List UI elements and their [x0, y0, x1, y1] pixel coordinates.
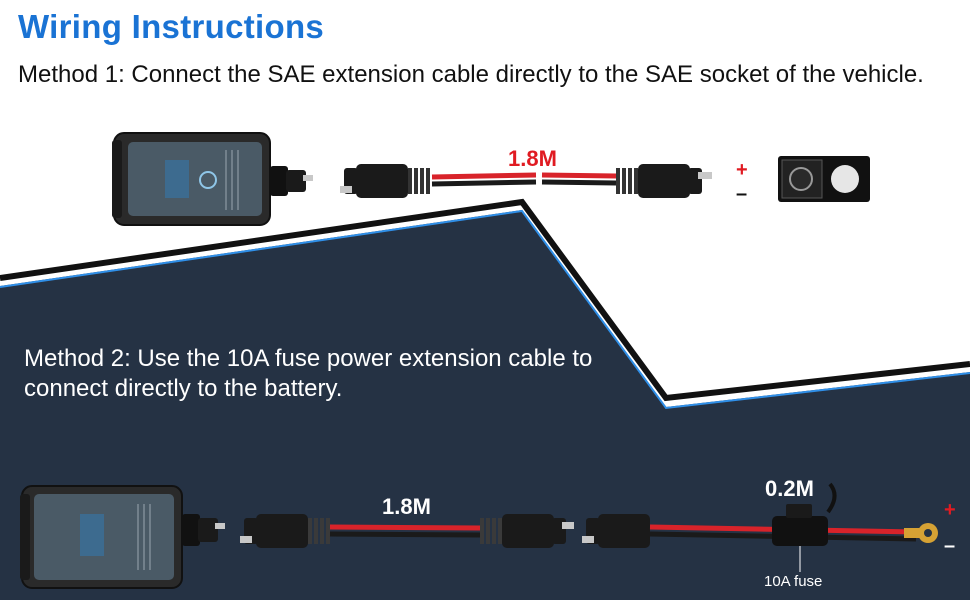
sae-socket-icon [778, 156, 870, 202]
sae-extension-cable-2 [240, 514, 574, 548]
battery-positive-label: + [944, 499, 956, 521]
device-sae-plug-icon [270, 166, 313, 196]
method-1-cable-length: 1.8M [508, 146, 557, 171]
panel-edge-black [0, 198, 970, 402]
fuse-label: 10A fuse [764, 573, 823, 590]
dark-panel [0, 210, 970, 600]
usb-charger-device-icon-2 [20, 485, 183, 589]
page-title: Wiring Instructions [18, 8, 325, 45]
method-1-description: Method 1: Connect the SAE extension cabl… [18, 61, 924, 88]
panel-edge-blue [0, 209, 970, 410]
device-sae-plug-icon-2 [182, 514, 225, 546]
method-2-description: Method 2: Use the 10A fuse power extensi… [24, 345, 593, 402]
usb-charger-device-icon [112, 132, 271, 226]
sae-extension-cable [340, 164, 712, 198]
method-2-cable-length: 1.8M [382, 494, 431, 519]
socket-positive-label: + [736, 159, 748, 181]
fuse-cable-length: 0.2M [765, 476, 814, 501]
battery-negative-label: – [944, 535, 956, 557]
socket-negative-label: – [736, 183, 748, 205]
fuse-holder-icon [772, 482, 837, 572]
ring-terminal-icon [904, 523, 938, 543]
